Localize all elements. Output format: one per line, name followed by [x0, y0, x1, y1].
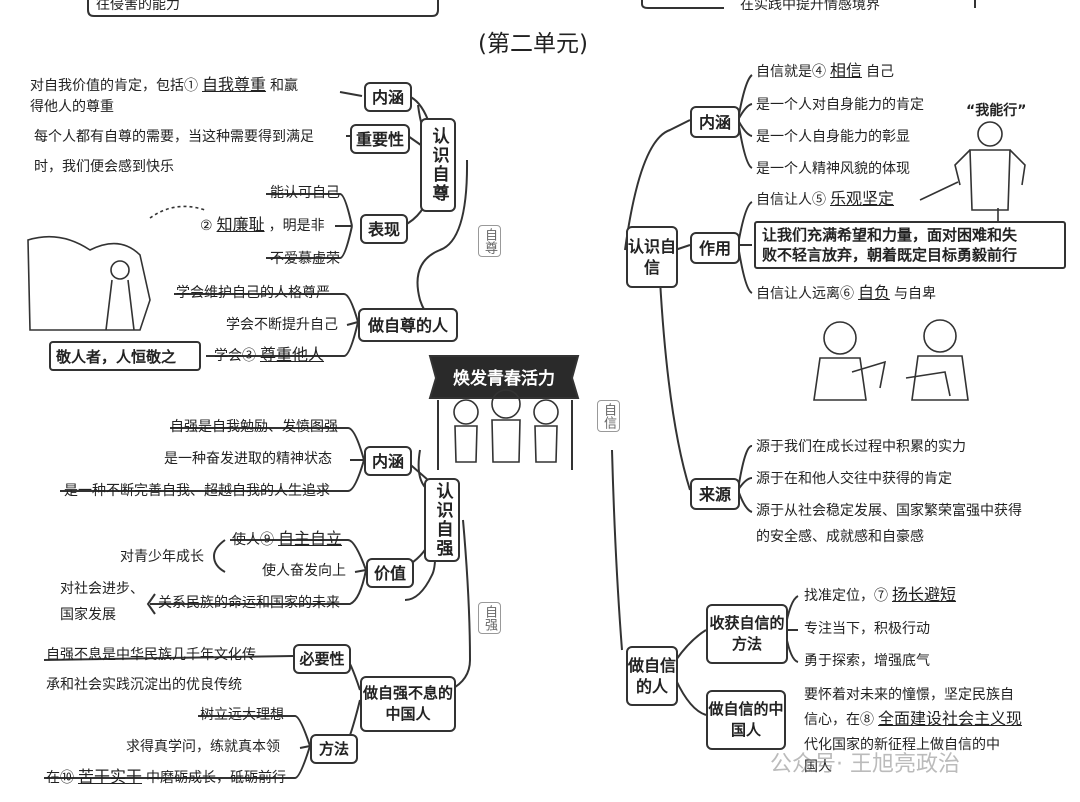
- zhongguo-line-3: 代化国家的新征程上做自信的中: [804, 737, 1000, 753]
- node-zixin-laiyuan: 来源: [690, 478, 740, 510]
- blank-3: 尊重他人: [260, 345, 325, 364]
- laiyuan-item-1: 源于我们在成长过程中积累的实力: [756, 439, 966, 455]
- biaoxian-item-3: 不爱慕虚荣: [270, 251, 340, 267]
- zuo-zizun-item-2: 学会不断提升自己: [226, 317, 338, 333]
- zixin-fangfa-item-2: 专注当下，积极行动: [804, 621, 930, 637]
- blank-10: 苦干实干: [78, 767, 143, 786]
- ziqiang-neihan-item-2: 是一种奋发进取的精神状态: [164, 451, 332, 467]
- node-ziqiang-neihan: 内涵: [364, 446, 412, 476]
- node-zixin-neihan: 内涵: [690, 106, 740, 138]
- blank-2: 知廉耻: [216, 215, 265, 234]
- node-biyao: 必要性: [293, 644, 351, 674]
- woneng-caption: “我能行”: [966, 103, 1027, 119]
- zuoyong-box-line-1: 让我们充满希望和力量，面对困难和失: [762, 226, 1018, 244]
- zixin-neihan-item-3: 是一个人自身能力的彰显: [756, 129, 910, 145]
- node-zizun-neihan: 内涵: [364, 82, 412, 112]
- node-renshi-ziqiang: 认识自强: [424, 478, 460, 562]
- node-renshi-zizun: 认识自尊: [420, 118, 456, 212]
- node-renshi-zixin: 认识自信: [626, 226, 678, 288]
- ziqiang-neihan-item-1: 自强是自我勉励、发愤图强: [170, 419, 338, 435]
- jiazhi-item-2: 使人奋发向上: [262, 563, 346, 579]
- node-zuo-ziqiang: 做自强不息的中国人: [360, 676, 456, 732]
- biyao-line-1: 自强不息是中华民族几千年文化传: [46, 647, 256, 663]
- zixin-neihan-item-2: 是一个人对自身能力的肯定: [756, 97, 924, 113]
- node-zizun-zhongyao: 重要性: [350, 124, 410, 154]
- blank-7: 扬长避短: [892, 585, 957, 604]
- zhongguo-line-4: 国人: [804, 759, 832, 775]
- node-zuo-zhongguoren: 做自信的中国人: [706, 690, 786, 750]
- fangfa-item-1: 树立远大理想: [200, 707, 284, 723]
- zizun-zhongyao-line2: 时，我们便会感到快乐: [34, 159, 174, 175]
- node-zuo-zixin: 做自信的人: [626, 646, 678, 706]
- ghost-label-zizun: 自尊: [478, 225, 501, 257]
- node-zuo-zizun: 做自尊的人: [358, 308, 458, 342]
- jiazhi-group2-label-a: 对社会进步、: [60, 581, 144, 597]
- illustration-group: [27, 121, 1026, 463]
- laiyuan-item-2: 源于在和他人交往中获得的肯定: [756, 471, 952, 487]
- center-banner: 焕发青春活力: [453, 369, 555, 389]
- biaoxian-item-1: 能认可自己: [270, 185, 340, 201]
- blank-9: 自主自立: [278, 529, 343, 548]
- node-zixin-zuoyong: 作用: [690, 232, 740, 264]
- jiazhi-group1-label: 对青少年成长: [120, 549, 204, 565]
- watermark: 公众号· 王旭亮政治: [770, 752, 960, 777]
- proverb-text: 敬人者，人恒敬之: [56, 348, 177, 366]
- node-zizun-biaoxian: 表现: [360, 214, 408, 244]
- zhongguo-line-1: 要怀着对未来的憧憬，坚定民族自: [804, 687, 1014, 703]
- top-right-snippet: 在实践中提升情感境界: [740, 0, 880, 13]
- zuoyong-box-line-2: 败不轻言放弃，朝着既定目标勇毅前行: [762, 246, 1018, 264]
- top-left-snippet: 往侵害的能力: [96, 0, 180, 13]
- blank-8: 全面建设社会主义现: [878, 709, 1023, 728]
- blank-4: 相信: [830, 61, 863, 80]
- fangfa-item-2: 求得真学问，练就真本领: [126, 739, 280, 755]
- jiazhi-item-3: 关系民族的命运和国家的未来: [158, 595, 340, 611]
- blank-6: 自负: [858, 283, 891, 302]
- blank-5: 乐观坚定: [830, 189, 895, 208]
- node-fangfa: 方法: [310, 734, 358, 764]
- ziqiang-neihan-item-3: 是一种不断完善自我、超越自我的人生追求: [64, 483, 330, 499]
- ghost-label-ziqiang: 自强: [478, 602, 501, 634]
- zixin-fangfa-item-3: 勇于探索，增强底气: [804, 653, 930, 669]
- node-ziqiang-jiazhi: 价值: [366, 558, 414, 588]
- blank-1: 自我尊重: [202, 75, 267, 94]
- laiyuan-item-4: 的安全感、成就感和自豪感: [756, 529, 924, 545]
- biyao-line-2: 承和社会实践沉淀出的优良传统: [46, 677, 242, 693]
- zizun-neihan-line2: 得他人的尊重: [30, 99, 114, 115]
- node-fangfa-zixin: 收获自信的方法: [706, 604, 788, 664]
- unit-title: (第二单元): [478, 31, 588, 57]
- laiyuan-item-3: 源于从社会稳定发展、国家繁荣富强中获得: [756, 503, 1022, 519]
- zixin-neihan-item-4: 是一个人精神风貌的体现: [756, 161, 910, 177]
- zuo-zizun-item-1: 学会维护自己的人格尊严: [176, 285, 330, 301]
- jiazhi-group2-label-b: 国家发展: [60, 607, 116, 623]
- ghost-label-zixin: 自信: [597, 400, 620, 432]
- zizun-zhongyao-line1: 每个人都有自尊的需要，当这种需要得到满足: [34, 129, 314, 145]
